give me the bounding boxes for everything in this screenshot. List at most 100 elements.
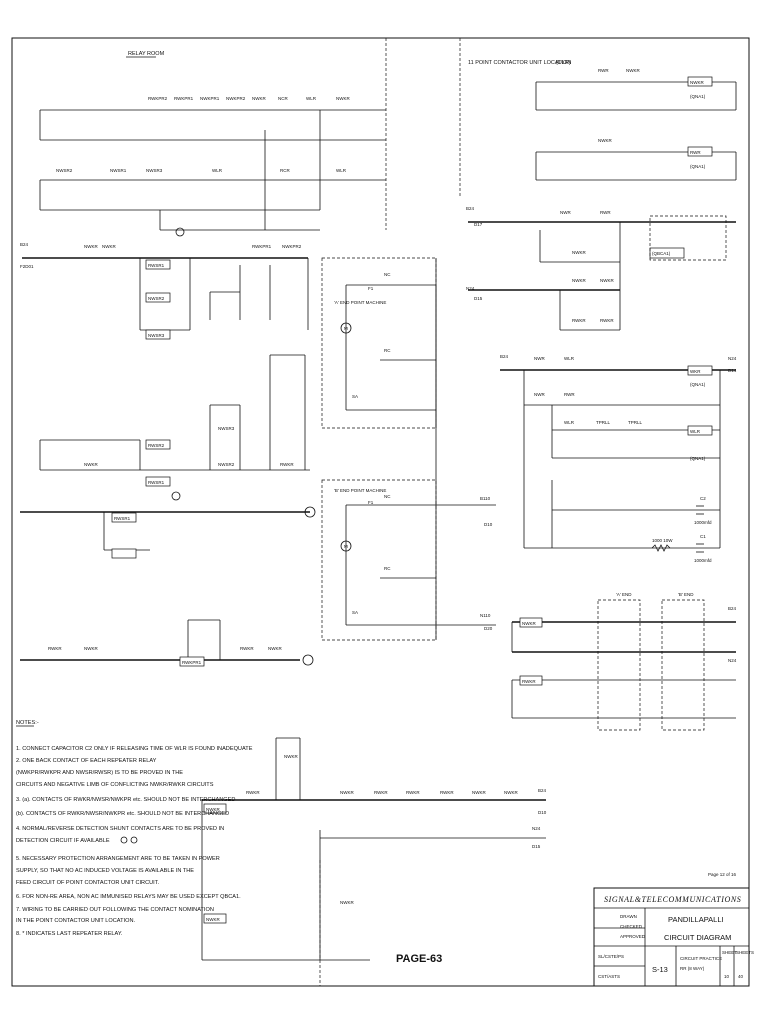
relay-label: RWSR1 bbox=[148, 263, 165, 268]
f1-label: F1 bbox=[368, 286, 374, 291]
relay-label: RWKR bbox=[280, 462, 294, 467]
relay-label: NWKR bbox=[522, 621, 536, 626]
b-end-label: 'B' END bbox=[678, 592, 694, 597]
right-lower-circuit: B24 N24 D14 WKR WLR (QNA1) (QNA1) NWR WL… bbox=[500, 354, 737, 563]
f2d01-terminal: F2D01 bbox=[20, 264, 34, 269]
relay-label: NWKR bbox=[472, 790, 486, 795]
relay-label: NWKR bbox=[336, 96, 350, 101]
sa-label: SA bbox=[352, 394, 358, 399]
relay-label: WLR bbox=[564, 420, 575, 425]
n24-terminal: N24 bbox=[728, 658, 737, 663]
relay-label: NWSR3 bbox=[148, 333, 165, 338]
note-line: 4. NORMAL/REVERSE DETECTION SHUNT CONTAC… bbox=[16, 826, 224, 832]
d20-terminal: D20 bbox=[484, 626, 493, 631]
relay-label: RWKPR2 bbox=[148, 96, 168, 101]
relay-label: WLR bbox=[212, 168, 223, 173]
relay-label: RWKR bbox=[48, 646, 62, 651]
relay-labels-row1: RWKPR2 RWKPR1 NWKPR1 NWKPR2 NWKR NCR WLR… bbox=[148, 96, 350, 101]
point-machine-b: 'B' END POINT MACHINE M NC RC F1 SA bbox=[321, 479, 437, 641]
qna-label: (QNA1) bbox=[690, 382, 706, 387]
rc-label: RC bbox=[384, 566, 391, 571]
resistor-label: 1000 10W bbox=[652, 538, 673, 543]
b24-terminal: B24 bbox=[466, 206, 475, 211]
relay-label: NWKPR1 bbox=[200, 96, 220, 101]
relay-label: NWKR bbox=[598, 138, 612, 143]
relay-label: NWSR2 bbox=[218, 462, 235, 467]
qna-label: (QNA1) bbox=[690, 164, 706, 169]
note-line: IN THE POINT CONTACTOR UNIT LOCATION. bbox=[16, 918, 135, 924]
relay-label: NWR bbox=[560, 210, 571, 215]
relay-label: RWR bbox=[564, 392, 575, 397]
note-line: DETECTION CIRCUIT IF AVAILABLE bbox=[16, 838, 110, 844]
d15-terminal: D15 bbox=[532, 844, 541, 849]
d17-terminal: D17 bbox=[474, 222, 483, 227]
relay-label: NWR bbox=[534, 356, 545, 361]
f1-label: F1 bbox=[368, 500, 374, 505]
sheet-header: SHEET bbox=[722, 950, 737, 955]
qbca-label: (QBCA1) bbox=[652, 251, 671, 256]
sheets-header: SHEETS bbox=[736, 950, 754, 955]
right-mid-circuit: B24 N24 (QBCA1) NWR RWR NWKR NWKR RWKR N… bbox=[466, 206, 736, 331]
sheets-total: 40 bbox=[738, 974, 744, 979]
point-machine-a: 'A' END POINT MACHINE M NC RC F1 SA bbox=[321, 257, 437, 429]
org-name: SIGNAL&TELECOMMUNICATIONS bbox=[604, 895, 741, 904]
relay-label: WKR bbox=[690, 369, 701, 374]
note-line: 7. WIRING TO BE CARRIED OUT FOLLOWING TH… bbox=[16, 907, 214, 913]
relay-labels-row2: NWSR2 NWSR1 NWSR3 WLR RCR WLR bbox=[56, 168, 347, 173]
relay-label: NWKR bbox=[340, 900, 354, 905]
station-name: PANDILLAPALLI bbox=[668, 915, 724, 924]
bottom-circuit: NWKR NWKR RWKR NWKR NWKR RWKR RWKR RWKR … bbox=[201, 737, 547, 986]
c1-label: C1 bbox=[700, 534, 706, 539]
relay-label: NWKR bbox=[600, 278, 614, 283]
code1-label: SL/CSTE/PS bbox=[598, 954, 624, 959]
sheet-no: 10 bbox=[724, 974, 730, 979]
relay-label: NWKR bbox=[206, 917, 220, 922]
qna-label: (QNA1) bbox=[690, 456, 706, 461]
relay-label: NCR bbox=[278, 96, 288, 101]
note-line: (b). CONTACTS OF RWKR/NWSR/NWKPR etc. SH… bbox=[16, 811, 229, 817]
c2-label: C2 bbox=[700, 496, 706, 501]
relay-label: NWKR bbox=[626, 68, 640, 73]
d15-terminal: D15 bbox=[474, 296, 483, 301]
relay-room-label: RELAY ROOM bbox=[128, 51, 165, 57]
note-line: SUPPLY, SO THAT NO AC INDUCED VOLTAGE IS… bbox=[16, 868, 194, 874]
relay-label: NWSR2 bbox=[56, 168, 73, 173]
relay-label: RWKR bbox=[406, 790, 420, 795]
relay-label: RWKPR1 bbox=[174, 96, 194, 101]
cap2-label: 1000mfd bbox=[694, 520, 712, 525]
relay-label: RWSR2 bbox=[148, 443, 165, 448]
page-label: PAGE-63 bbox=[396, 953, 442, 965]
b24-terminal: B24 bbox=[20, 242, 29, 247]
relay-label: RWR bbox=[690, 150, 701, 155]
point-machine-b-label: 'B' END POINT MACHINE bbox=[334, 488, 386, 493]
relay-label: NWSR3 bbox=[218, 426, 235, 431]
relay-label: NWKR bbox=[690, 80, 704, 85]
relay-label: NWKR bbox=[268, 646, 282, 651]
ulr-label: (ULR) bbox=[556, 60, 571, 66]
diagram-name: CIRCUIT DIAGRAM bbox=[664, 933, 731, 942]
detection-circuit: 'A' END 'B' END NWKR RWKR B24 N24 bbox=[511, 592, 737, 731]
n24-terminal: N24 bbox=[532, 826, 541, 831]
note-line: 8. * INDICATES LAST REPEATER RELAY. bbox=[16, 931, 123, 937]
relay-label: RWKPR1 bbox=[182, 660, 202, 665]
note-line: 3. (a). CONTACTS OF RWKR/NWSR/NWKPR etc.… bbox=[16, 797, 235, 803]
relay-label: RWSR1 bbox=[148, 480, 165, 485]
relay-label: NWSR3 bbox=[146, 168, 163, 173]
relay-label: NWKR bbox=[284, 754, 298, 759]
title-block: SIGNAL&TELECOMMUNICATIONS PANDILLAPALLI … bbox=[593, 887, 754, 987]
resistor-symbol bbox=[651, 544, 671, 552]
d10-terminal: D10 bbox=[484, 522, 493, 527]
relay-label: NWKR bbox=[504, 790, 518, 795]
practice2-label: RR (8 WAY) bbox=[680, 966, 705, 971]
relay-label: TPRLL bbox=[596, 420, 611, 425]
nc-label: NC bbox=[384, 272, 391, 277]
relay-label: NWKR bbox=[84, 244, 98, 249]
relay-label: NWKPR2 bbox=[282, 244, 302, 249]
relay-label: WLR bbox=[336, 168, 347, 173]
n110-terminal: N110 bbox=[480, 613, 491, 618]
relay-label: NWSR2 bbox=[148, 296, 165, 301]
relay-label: RWSR1 bbox=[114, 516, 131, 521]
b24-terminal: B24 bbox=[538, 788, 547, 793]
d10-terminal: D10 bbox=[538, 810, 547, 815]
